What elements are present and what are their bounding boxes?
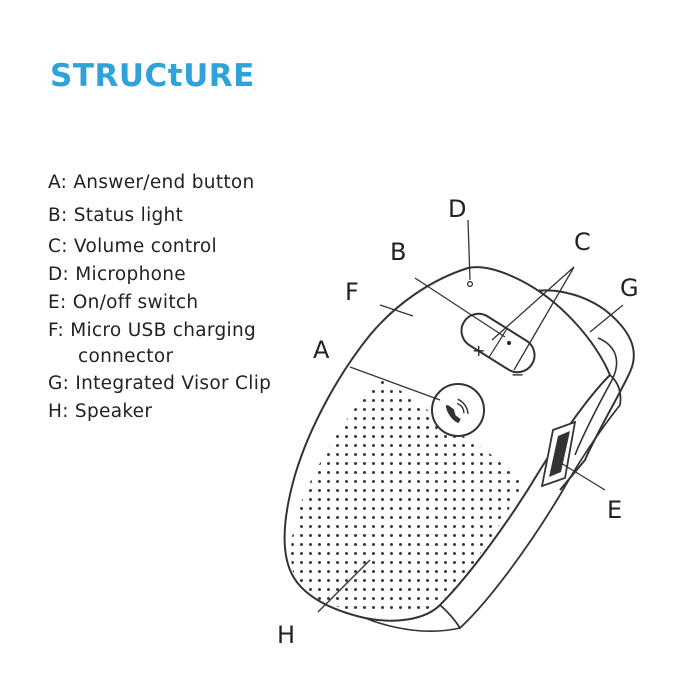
callout-a: A <box>313 336 330 364</box>
visor-clip-inner <box>574 337 618 456</box>
callout-f: F <box>345 278 359 306</box>
legend-item-f-continuation: connector <box>78 346 174 367</box>
legend-item-c: C: Volume control <box>48 236 217 257</box>
speaker-grill <box>291 378 525 615</box>
callout-h: H <box>277 621 295 649</box>
device-bottom-edge <box>439 374 622 630</box>
callout-g: G <box>620 274 639 302</box>
legend-item-b: B: Status light <box>48 205 184 226</box>
status-light <box>507 341 511 345</box>
microphone-hole <box>467 281 474 288</box>
leader-lines <box>317 219 624 613</box>
legend-item-a: A: Answer/end button <box>48 172 255 193</box>
phone-icon <box>445 398 469 424</box>
callout-c: C <box>574 228 591 256</box>
legend-item-g: G: Integrated Visor Clip <box>48 373 272 394</box>
legend-item-d: D: Microphone <box>48 264 186 285</box>
volume-up-icon: + <box>472 341 485 360</box>
visor-clip <box>519 289 635 491</box>
legend-item-e: E: On/off switch <box>48 292 199 313</box>
callout-e: E <box>607 496 622 524</box>
answer-end-button <box>431 383 485 437</box>
volume-down-icon: − <box>511 365 524 384</box>
callout-d: D <box>448 195 466 223</box>
legend-item-h: H: Speaker <box>48 401 153 422</box>
page-title: STRUCtURE <box>50 58 255 94</box>
callout-b: B <box>390 238 406 266</box>
